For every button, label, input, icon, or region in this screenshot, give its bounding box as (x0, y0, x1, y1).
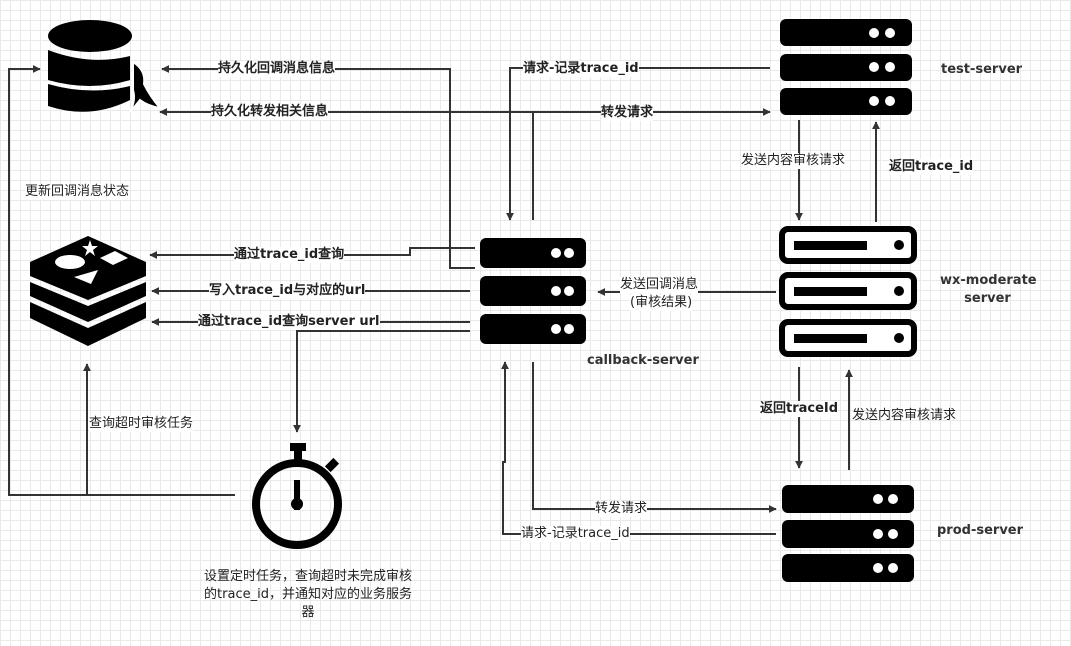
edge-test-record-trace (506, 67, 770, 221)
test-server-icon (780, 19, 912, 115)
callback-server-label: callback-server (587, 353, 699, 368)
label-test-record-trace: 请求-记录trace_id (523, 61, 639, 77)
prod-server-icon (782, 485, 914, 582)
label-prod-send-moderation: 发送内容审核请求 (852, 408, 957, 423)
wx-moderate-label-line1: wx-moderate (940, 273, 1037, 288)
label-test-forward: 转发请求 (601, 105, 654, 121)
wx-moderate-server-icon (779, 226, 917, 357)
label-persist-callback: 持久化回调消息信息 (218, 61, 336, 77)
label-query-timeout: 查询超时审核任务 (89, 416, 194, 432)
label-send-callback: 发送回调消息 (620, 277, 699, 293)
timer-note: 设置定时任务，查询超时未完成审核的trace_id，并通知对应的业务服务器 (203, 569, 412, 620)
edge-prod-forward (532, 362, 777, 513)
test-server-label: test-server (941, 62, 1023, 77)
label-wx-return-traceid: 返回traceId (760, 401, 839, 417)
label-persist-forward: 持久化转发相关信息 (211, 104, 329, 120)
label-update-status: 更新回调消息状态 (25, 184, 130, 200)
label-prod-record-trace: 请求-记录trace_id (521, 526, 630, 542)
label-test-return-trace: 返回trace_id (889, 159, 974, 175)
edge-update-status (8, 65, 87, 496)
label-test-send-moderation: 发送内容审核请求 (741, 153, 846, 169)
edge-persist-forward (159, 108, 534, 220)
label-prod-forward: 转发请求 (595, 501, 648, 517)
stopwatch-icon (252, 443, 342, 549)
edge-callback-timer (293, 330, 470, 433)
mysql-database-icon (48, 20, 163, 113)
label-query-by-trace: 通过trace_id查询 (234, 247, 345, 263)
edge-persist-callback (161, 65, 475, 269)
wx-moderate-label-line2: server (964, 291, 1011, 306)
label-send-callback-result: (审核结果) (630, 295, 693, 311)
label-query-server-url: 通过trace_id查询server url (198, 314, 380, 330)
redis-icon (30, 236, 146, 346)
prod-server-label: prod-server (937, 523, 1024, 538)
callback-server-icon (480, 238, 586, 344)
label-write-trace-url: 写入trace_id与对应的url (209, 283, 366, 299)
